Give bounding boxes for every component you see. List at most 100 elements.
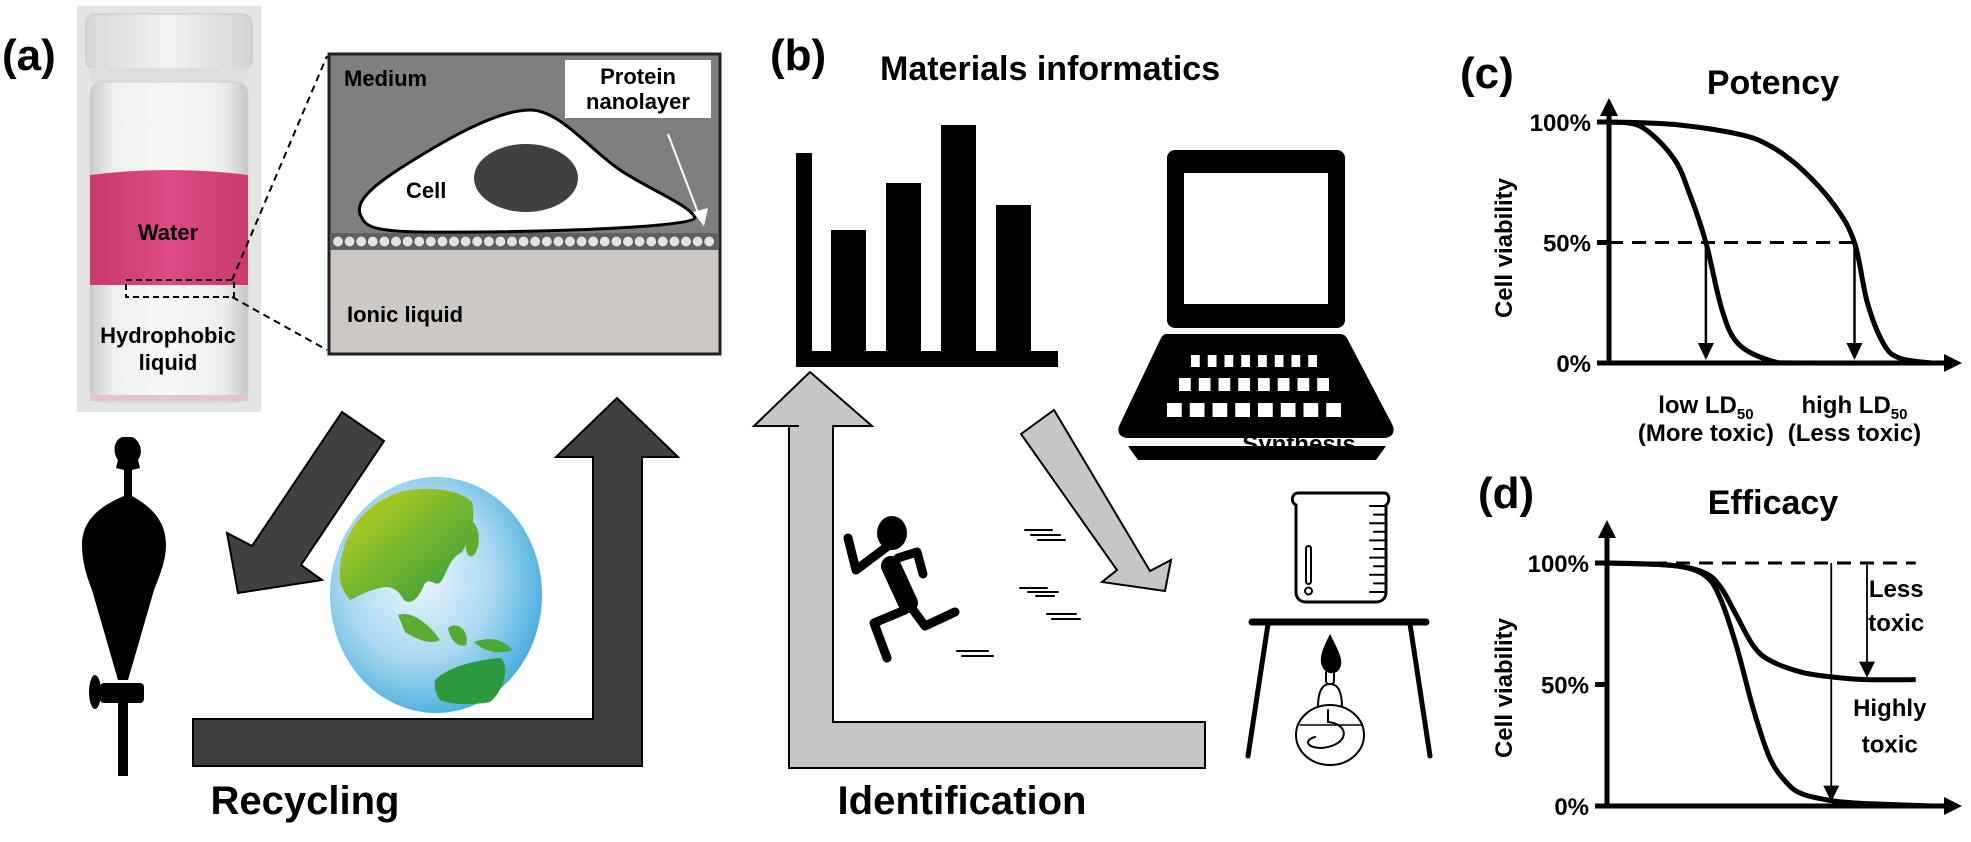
- toxicity-label: Highly: [1853, 695, 1927, 722]
- recycling-arrow-diagonal: [225, 410, 386, 595]
- protein-bead: [459, 235, 472, 248]
- vial-photo: Water Hydrophobic liquid: [77, 6, 261, 412]
- protein-bead: [598, 235, 611, 248]
- protein-bead: [390, 235, 402, 248]
- protein-bead: [401, 235, 414, 248]
- recycling-arrow-l: [192, 396, 681, 767]
- cell-interface-inset: Cell Medium Protein nanolayer Ionic liqu…: [327, 52, 722, 356]
- cell-label: Cell: [406, 178, 446, 203]
- protein-nanolayer: [330, 233, 719, 250]
- y-tick-label: 50%: [1541, 673, 1589, 700]
- protein-bead: [366, 235, 379, 248]
- laptop-key: [1241, 355, 1250, 367]
- protein-bead: [424, 235, 437, 248]
- protein-bead: [506, 235, 518, 248]
- protein-bead: [552, 235, 565, 248]
- ld50-label: low LD50: [1658, 392, 1753, 423]
- toxicity-label: Less: [1869, 576, 1924, 603]
- laptop-key: [1238, 378, 1250, 391]
- panel-label-b: (b): [770, 31, 826, 80]
- laptop-key: [1291, 355, 1301, 367]
- beaker-burner-icon: [1245, 491, 1433, 766]
- laptop-key: [1308, 355, 1317, 367]
- recycling-label: Recycling: [211, 779, 400, 823]
- identification-label: Identification: [838, 779, 1087, 823]
- ionic-liquid-label: Ionic liquid: [347, 302, 463, 327]
- laptop-key: [1207, 355, 1217, 367]
- series-more-toxic: [1608, 119, 1933, 366]
- laptop-key: [1179, 378, 1191, 391]
- ld50-arrowhead: [1697, 343, 1714, 360]
- protein-bead: [587, 235, 600, 248]
- y-axis-arrowhead: [1598, 520, 1616, 538]
- protein-pointer-arrowhead: [693, 208, 708, 226]
- laptop-key: [1212, 403, 1228, 417]
- laptop-key: [1258, 355, 1267, 367]
- laptop-key: [1303, 403, 1319, 417]
- cell-nucleus: [474, 144, 578, 212]
- protein-bead: [436, 235, 449, 248]
- laptop-key: [1191, 355, 1200, 367]
- x-axis-arrowhead: [1944, 354, 1962, 372]
- identification-arrow-l: [751, 370, 1206, 769]
- laptop-key: [1198, 378, 1211, 391]
- laptop-key: [1218, 378, 1231, 391]
- laptop-key: [1277, 378, 1290, 391]
- toxicity-label: (Less toxic): [1788, 420, 1921, 447]
- materials-informatics-title: Materials informatics: [880, 50, 1220, 88]
- zoom-region-box: [125, 279, 235, 298]
- protein-bead: [564, 235, 576, 248]
- y-tick-label: 0%: [1556, 351, 1591, 378]
- potency-ylabel: Cell viability: [1491, 177, 1518, 318]
- panel-label-d: (d): [1478, 469, 1534, 518]
- potency-chart: (c) Potency Cell viability 100%50%0%low …: [1460, 49, 1962, 447]
- protein-label-2: nanolayer: [586, 89, 690, 114]
- protein-bead: [471, 235, 484, 248]
- laptop-key: [1189, 403, 1205, 417]
- protein-bead: [645, 235, 658, 248]
- synthesis-label: Synthesis: [1242, 431, 1355, 458]
- laptop-key: [1258, 378, 1270, 391]
- series-less-toxic: [1608, 119, 1933, 366]
- laptop-key: [1326, 403, 1341, 417]
- protein-label-1: Protein: [600, 64, 676, 89]
- protein-bead: [332, 235, 344, 248]
- protein-bead: [529, 235, 542, 248]
- protein-bead: [378, 235, 391, 248]
- laptop-key: [1258, 403, 1273, 417]
- y-axis-arrowhead: [1600, 98, 1618, 116]
- efficacy-arrowhead: [1859, 661, 1875, 678]
- laptop-key: [1280, 403, 1296, 417]
- zoom-line-top: [231, 55, 328, 281]
- protein-pointer-arrow: [667, 133, 701, 219]
- protein-bead: [517, 235, 530, 248]
- laptop-icon: [1118, 150, 1394, 460]
- laptop-key: [1235, 403, 1250, 417]
- y-tick-label: 0%: [1554, 794, 1589, 821]
- laptop-key: [1317, 378, 1329, 391]
- efficacy-ylabel: Cell viability: [1491, 617, 1518, 758]
- ld50-arrowhead: [1846, 343, 1863, 360]
- medium-label: Medium: [344, 66, 427, 91]
- bar-chart-icon: [796, 125, 1058, 367]
- laptop-keyboard: [1167, 355, 1341, 417]
- y-tick-label: 50%: [1543, 231, 1591, 258]
- protein-bead: [703, 235, 716, 248]
- water-label: Water: [138, 220, 199, 245]
- protein-label-box: [565, 60, 711, 118]
- y-tick-label: 100%: [1528, 551, 1589, 578]
- identification-arrow-diagonal: [1019, 408, 1173, 593]
- toxicity-label: toxic: [1868, 610, 1924, 637]
- hydrophobic-label-2: liquid: [139, 350, 198, 375]
- efficacy-chart: (d) Efficacy Cell viability 100% 50% 0% Les…: [1478, 469, 1962, 821]
- toxicity-label: toxic: [1862, 732, 1918, 759]
- running-person-icon: [843, 516, 1081, 663]
- panel-label-a: (a): [2, 31, 56, 80]
- globe-icon: [330, 477, 542, 713]
- protein-bead: [680, 235, 692, 248]
- efficacy-title: Efficacy: [1708, 484, 1838, 522]
- series-highly-toxic: [1606, 560, 1933, 809]
- protein-bead: [656, 235, 669, 248]
- protein-bead: [691, 235, 704, 248]
